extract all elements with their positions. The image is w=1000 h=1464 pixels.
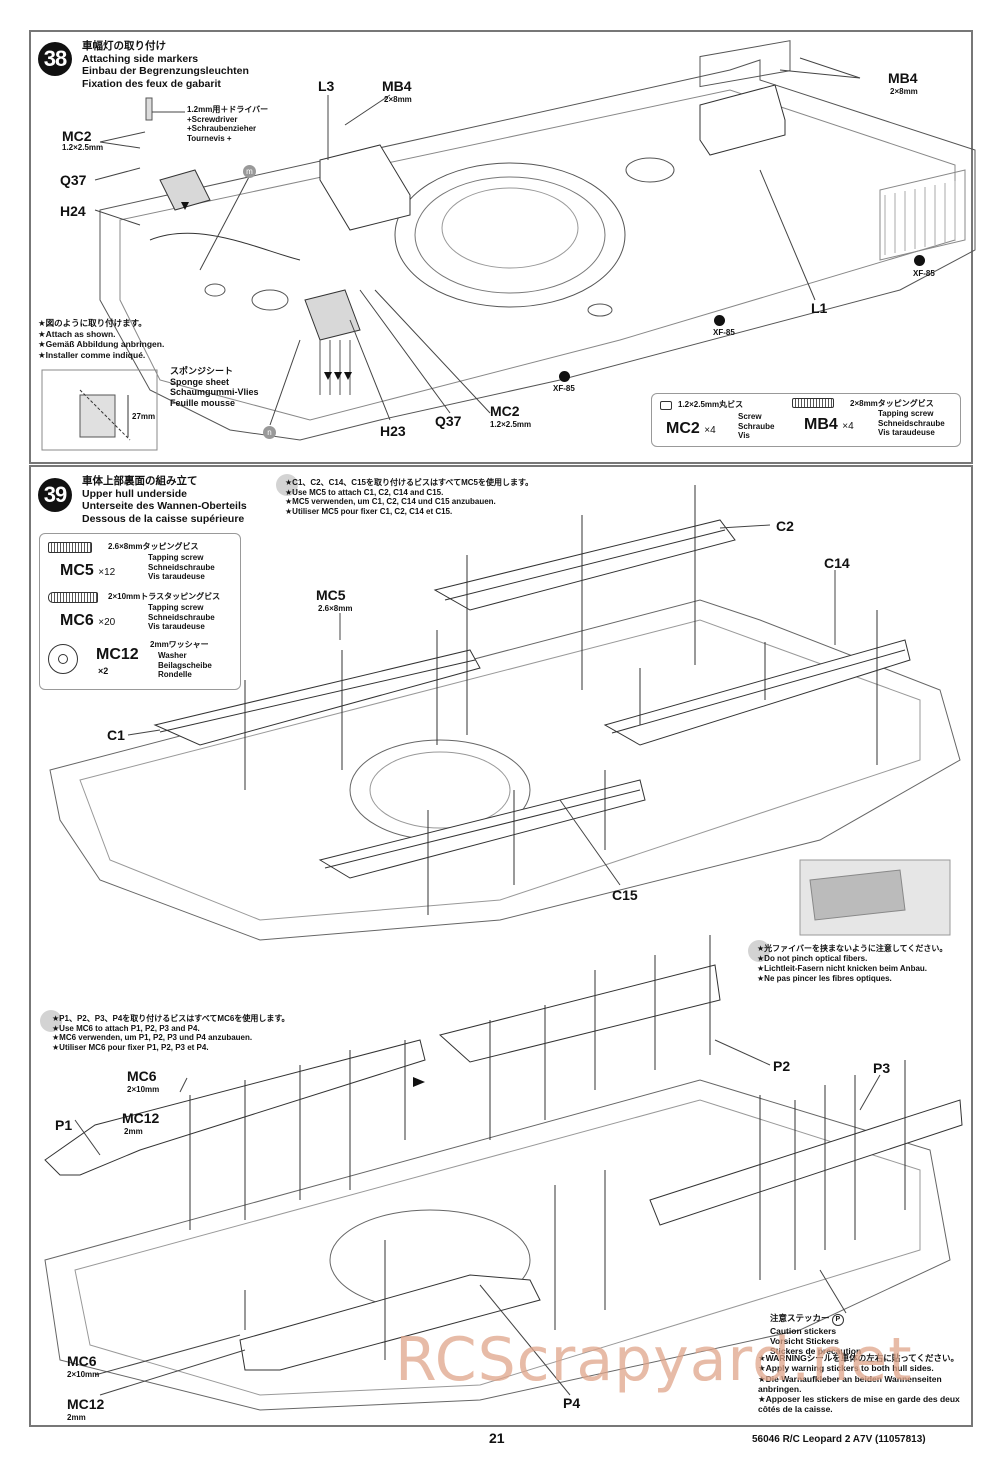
marker-n: n xyxy=(263,426,276,439)
note-optical-fibers: ★光ファイバーを挟まないように注意してください。 ★Do not pinch o… xyxy=(757,944,948,983)
label-l1: L1 xyxy=(811,300,828,316)
step-38-title: 車幅灯の取り付け Attaching side markers Einbau d… xyxy=(82,40,249,90)
tapping-screw-icon xyxy=(792,398,834,408)
screwdriver-note: 1.2mm用＋ドライバー +Screwdriver +Schraubenzieh… xyxy=(187,105,269,143)
label-mc12-bottom: MC12 xyxy=(67,1396,105,1412)
warning-stickers-note: ★WARNINGシールを車体の左右に貼ってください。 ★Apply warnin… xyxy=(758,1353,960,1415)
title-jp: 車幅灯の取り付け xyxy=(82,40,166,52)
attach-as-shown-note: ★図のように取り付けます。 ★Attach as shown. ★Gemäß A… xyxy=(38,318,165,360)
label-h24: H24 xyxy=(60,203,86,219)
label-mc2-bottom: MC2 xyxy=(490,403,520,419)
caution-stickers-label: 注意ステッカー P Caution stickers Vorsicht Stic… xyxy=(770,1313,862,1356)
paint-xf85-b-icon xyxy=(714,315,725,326)
label-p4: P4 xyxy=(563,1395,581,1411)
washer-icon xyxy=(48,644,78,674)
watermark: RCScrapyard.net xyxy=(395,1325,913,1395)
truss-tapping-screw-icon xyxy=(48,592,98,603)
label-mc2-left-size: 1.2×2.5mm xyxy=(62,143,104,152)
label-h23: H23 xyxy=(380,423,406,439)
step-39-title: 車体上部裏面の組み立て Upper hull underside Unterse… xyxy=(82,475,247,525)
note-fiber-marker xyxy=(748,940,770,962)
label-c14: C14 xyxy=(824,555,850,571)
paint-xf85-c-icon xyxy=(914,255,925,266)
label-mc5: MC5 xyxy=(316,587,346,603)
label-c15: C15 xyxy=(612,887,638,903)
inset-dimension: 27mm xyxy=(132,412,156,421)
label-mc2-bottom-size: 1.2×2.5mm xyxy=(490,420,532,429)
label-p1: P1 xyxy=(55,1117,73,1133)
sponge-sheet-label: スポンジシート Sponge sheet Schaumgummi-Vlies F… xyxy=(170,366,259,408)
paint-xf85-a: XF-85 xyxy=(553,384,575,393)
label-mc6-top: MC6 xyxy=(127,1068,157,1084)
title-fr: Fixation des feux de gabarit xyxy=(82,77,221,90)
paint-xf85-a-icon xyxy=(559,371,570,382)
label-mb4-right: MB4 xyxy=(888,70,918,86)
paint-xf85-b: XF-85 xyxy=(713,328,735,337)
note-c-screws: ★C1、C2、C14、C15を取り付けるビスはすべてMC5を使用します。 ★Us… xyxy=(285,478,534,516)
label-mc2-left: MC2 xyxy=(62,128,92,144)
label-q37-left: Q37 xyxy=(60,172,87,188)
page-number: 21 xyxy=(489,1430,505,1446)
label-mc12-top-size: 2mm xyxy=(124,1127,143,1136)
label-p2: P2 xyxy=(773,1058,791,1074)
label-p3: P3 xyxy=(873,1060,891,1076)
footer-product: 56046 R/C Leopard 2 A7V (11057813) xyxy=(752,1434,926,1445)
title-en: Attaching side markers xyxy=(82,52,199,65)
label-mb4-right-size: 2×8mm xyxy=(890,87,918,96)
label-mc12-top: MC12 xyxy=(122,1110,160,1126)
label-mc6-top-size: 2×10mm xyxy=(127,1085,160,1094)
screw-short-icon xyxy=(660,401,672,410)
label-l3: L3 xyxy=(318,78,335,94)
label-mb4-left-size: 2×8mm xyxy=(384,95,412,104)
paint-xf85-c: XF-85 xyxy=(913,269,935,278)
tapping-screw-icon xyxy=(48,542,92,553)
note-c-marker xyxy=(276,474,298,496)
note-p-marker xyxy=(40,1010,62,1032)
step-38-number: 38 xyxy=(38,42,72,76)
label-mc5-size: 2.6×8mm xyxy=(318,604,353,613)
label-c1: C1 xyxy=(107,727,125,743)
label-q37-bottom: Q37 xyxy=(435,413,462,429)
label-mc12-bottom-size: 2mm xyxy=(67,1413,86,1422)
label-mc6-bottom: MC6 xyxy=(67,1353,97,1369)
label-mc6-bottom-size: 2×10mm xyxy=(67,1370,100,1379)
title-de: Einbau der Begrenzungsleuchten xyxy=(82,65,249,77)
marker-m: m xyxy=(243,165,256,178)
sticker-marker-p: P xyxy=(831,1314,844,1326)
step-39-number: 39 xyxy=(38,478,72,512)
label-c2: C2 xyxy=(776,518,794,534)
note-p-screws: ★P1、P2、P3、P4を取り付けるビスはすべてMC6を使用します。 ★Use … xyxy=(52,1014,290,1052)
label-mb4-left: MB4 xyxy=(382,78,412,94)
